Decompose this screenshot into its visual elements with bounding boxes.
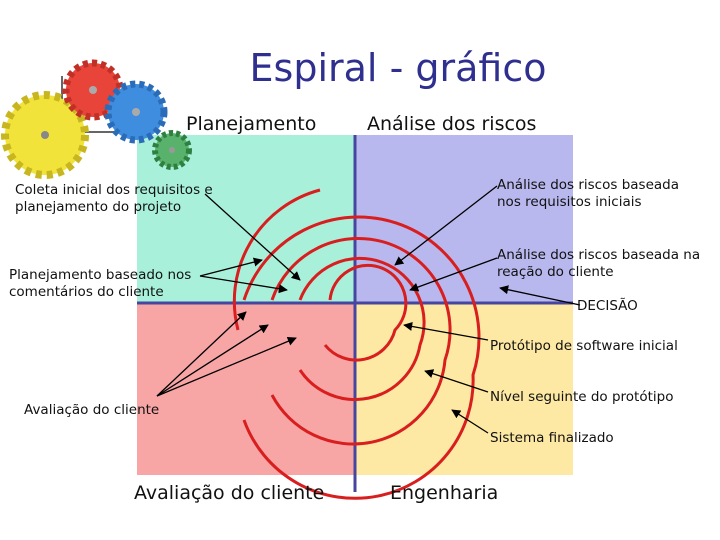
arrow-plan-2 xyxy=(199,275,288,294)
note-risco1-line2: nos requisitos iniciais xyxy=(497,194,642,210)
spiral-arc-2 xyxy=(298,256,426,402)
note-risco2-line2: reação do cliente xyxy=(497,264,614,280)
arrow-plan-1 xyxy=(199,257,263,277)
note-plan-line1: Planejamento baseado nos xyxy=(9,267,192,283)
note-risco1-line1: Análise dos riscos baseada xyxy=(497,177,679,193)
note-sistema: Sistema finalizado xyxy=(490,430,614,446)
quadrant-label-planejamento: Planejamento xyxy=(186,113,317,135)
quadrant-label-engenharia: Engenharia xyxy=(390,482,499,504)
note-planejamento: Planejamento baseado nos comentários do … xyxy=(9,267,191,301)
arrow-avaliacao-1 xyxy=(156,311,247,397)
arrow-coleta xyxy=(204,193,301,281)
spiral-arc-4 xyxy=(242,215,481,500)
note-risco-inicial: Análise dos riscos baseada nos requisito… xyxy=(497,177,679,211)
spiral-arc-5 xyxy=(232,188,321,331)
quadrant-avaliacao xyxy=(137,303,355,475)
note-prototipo: Protótipo de software inicial xyxy=(490,338,678,354)
arrow-prototipo xyxy=(403,321,489,341)
note-coleta-line2: planejamento do projeto xyxy=(15,199,182,215)
arrow-risco-2 xyxy=(409,257,498,292)
arrow-nivel xyxy=(424,369,489,393)
quadrant-label-analise-riscos: Análise dos riscos xyxy=(367,113,537,135)
note-risco2-line1: Análise dos riscos baseada na xyxy=(497,247,701,263)
note-coleta: Coleta inicial dos requisitos e planejam… xyxy=(15,182,213,216)
note-risco-reacao: Análise dos riscos baseada na reação do … xyxy=(497,247,700,281)
arrow-avaliacao-3 xyxy=(156,336,297,397)
page-title: Espiral - gráfico xyxy=(249,46,547,90)
spiral xyxy=(232,188,481,500)
note-decisao: DECISÃO xyxy=(577,298,638,314)
annotation-arrows xyxy=(156,185,581,434)
gear-icon-green xyxy=(152,130,192,170)
arrow-decisao xyxy=(499,285,581,306)
arrow-sistema xyxy=(451,409,489,434)
arrow-avaliacao-2 xyxy=(156,324,269,397)
note-plan-line2: comentários do cliente xyxy=(9,284,164,300)
gear-icon-yellow xyxy=(1,91,89,179)
gear-icon-blue xyxy=(104,80,168,144)
arrow-risco-1 xyxy=(394,185,498,266)
spiral-arc-3 xyxy=(270,237,452,446)
quadrant-label-avaliacao: Avaliação do cliente xyxy=(134,482,325,504)
note-nivel: Nível seguinte do protótipo xyxy=(490,389,674,405)
gears-icon xyxy=(1,59,192,179)
spiral-arc-1 xyxy=(323,263,408,362)
note-coleta-line1: Coleta inicial dos requisitos e xyxy=(15,182,213,198)
note-avaliacao: Avaliação do cliente xyxy=(24,402,160,418)
